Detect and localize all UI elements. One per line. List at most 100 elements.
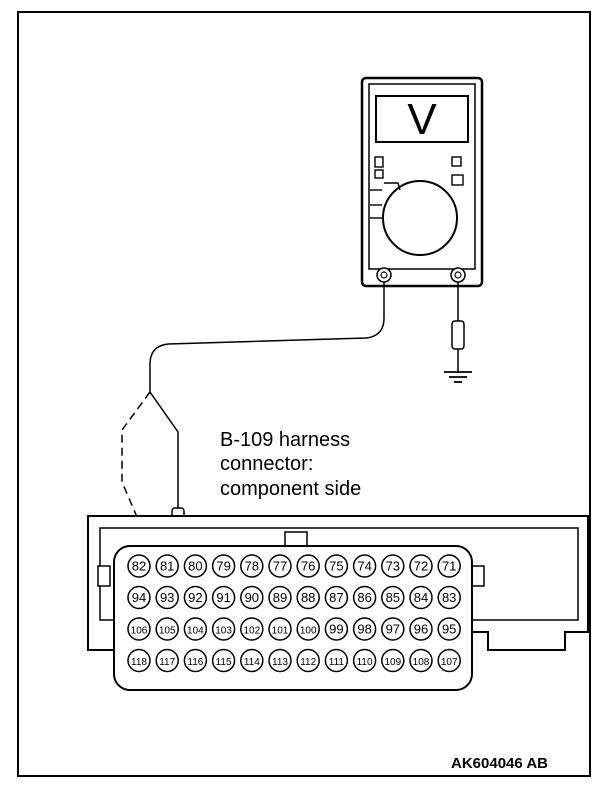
connector-pin-75 [324, 554, 349, 578]
connector-pin-86 [352, 585, 377, 610]
connector-pin-73 [381, 554, 405, 578]
multimeter-range-markings [370, 156, 464, 219]
connector-pin-label-106: 106 [131, 626, 148, 637]
connector-pin-label-88: 88 [301, 590, 315, 605]
connector-housing-inner [99, 527, 579, 621]
connector-pin-77 [268, 554, 292, 578]
connector-pin-113 [268, 648, 292, 673]
connector-pin-label-74: 74 [357, 559, 371, 574]
connector-pin-111 [324, 648, 349, 673]
connector-pin-label-104: 104 [187, 626, 204, 637]
connector-pin-71 [437, 554, 461, 578]
connector-pin-label-101: 101 [272, 626, 289, 637]
connector-pin-101 [268, 617, 292, 641]
connector-pin-100 [296, 617, 320, 641]
connector-pin-label-100: 100 [300, 626, 317, 637]
connector-pin-118 [127, 648, 151, 673]
connector-pin-label-108: 108 [413, 657, 430, 668]
connector-pin-117 [155, 648, 179, 673]
connector-pin-label-90: 90 [245, 590, 259, 605]
connector-pin-107 [437, 648, 461, 673]
connector-pin-115 [211, 648, 236, 673]
connector-pin-87 [324, 585, 349, 610]
multimeter: V [360, 76, 484, 288]
multimeter-display-symbol: V [407, 95, 437, 144]
connector-pin-98 [352, 617, 377, 641]
connector-pin-84 [409, 585, 433, 610]
multimeter-jack-negative [450, 267, 466, 283]
multimeter-dial [382, 180, 458, 256]
connector-pin-74 [352, 554, 377, 578]
connector-pin-label-107: 107 [441, 657, 458, 668]
connector-pin-99 [324, 617, 349, 641]
connector-side-latch-left [97, 565, 111, 587]
figure-code: AK604046 AB [451, 755, 548, 772]
connector-pin-93 [155, 585, 179, 610]
connector-pin-label-99: 99 [329, 622, 343, 637]
connector-pin-89 [268, 585, 292, 610]
connector-pin-label-110: 110 [357, 657, 373, 668]
ground-symbol-icon [444, 371, 472, 383]
connector-pin-label-91: 91 [216, 590, 230, 605]
connector-pin-82 [127, 554, 151, 578]
connector-pin-label-96: 96 [414, 622, 428, 637]
connector-pin-label-105: 105 [159, 626, 176, 637]
multimeter-inner-panel [368, 83, 476, 270]
connector-pin-91 [211, 585, 236, 610]
connector-pin-76 [296, 554, 320, 578]
connector-pin-label-112: 112 [300, 657, 316, 668]
connector-pin-116 [183, 648, 208, 673]
connector-pin-label-115: 115 [216, 657, 232, 668]
connector-pin-label-84: 84 [414, 590, 428, 605]
connector-pin-label-76: 76 [301, 559, 315, 574]
connector-side-latch-right [471, 565, 485, 587]
test-lead-alternate-dashed [121, 391, 176, 601]
connector-pin-90 [240, 585, 264, 610]
connector-pin-label-78: 78 [245, 559, 259, 574]
connector-pin-label-77: 77 [273, 559, 287, 574]
connector-pin-83 [437, 585, 461, 610]
connector-pin-103 [211, 617, 236, 641]
connector-pin-114 [240, 648, 264, 673]
connector-pin-92 [183, 585, 208, 610]
connector-pin-80 [183, 554, 208, 578]
connector-pin-label-75: 75 [329, 559, 343, 574]
connector-pin-94 [127, 585, 151, 610]
connector-pin-label-118: 118 [131, 657, 147, 668]
connector-pin-label-102: 102 [243, 626, 260, 637]
connector-pin-label-86: 86 [357, 590, 371, 605]
connector-pin-88 [296, 585, 320, 610]
connector-pin-81 [155, 554, 179, 578]
connector-pin-label-93: 93 [160, 590, 174, 605]
connector-pin-label-87: 87 [329, 590, 343, 605]
connector-pin-108 [409, 648, 433, 673]
connector-pin-106 [127, 617, 151, 641]
caption-line-1: B-109 harness [220, 429, 350, 451]
connector-pin-104 [183, 617, 208, 641]
connector-pin-label-92: 92 [188, 590, 202, 605]
connector-pin-label-83: 83 [442, 590, 456, 605]
connector-pin-label-73: 73 [386, 559, 400, 574]
connector-pin-label-114: 114 [244, 657, 260, 668]
connector-pin-label-103: 103 [215, 626, 232, 637]
connector-pin-label-117: 117 [159, 657, 175, 668]
connector-pin-78 [240, 554, 264, 578]
connector-pin-112 [296, 648, 320, 673]
connector-pin-72 [409, 554, 433, 578]
connector-pin-79 [211, 554, 236, 578]
connector-pin-85 [381, 585, 405, 610]
ground-lead [451, 282, 465, 372]
multimeter-display [375, 95, 469, 143]
connector-pin-label-89: 89 [273, 590, 287, 605]
connector-pin-label-94: 94 [132, 590, 146, 605]
connector-pin-label-113: 113 [272, 657, 288, 668]
connector-pin-label-109: 109 [384, 657, 401, 668]
multimeter-jack-positive [376, 267, 392, 283]
connector-pin-label-111: 111 [329, 657, 345, 668]
connector-pin-label-71: 71 [442, 559, 456, 574]
connector-pin-label-82: 82 [132, 559, 146, 574]
connector-pin-label-80: 80 [188, 559, 202, 574]
test-lead-positive [149, 282, 385, 508]
